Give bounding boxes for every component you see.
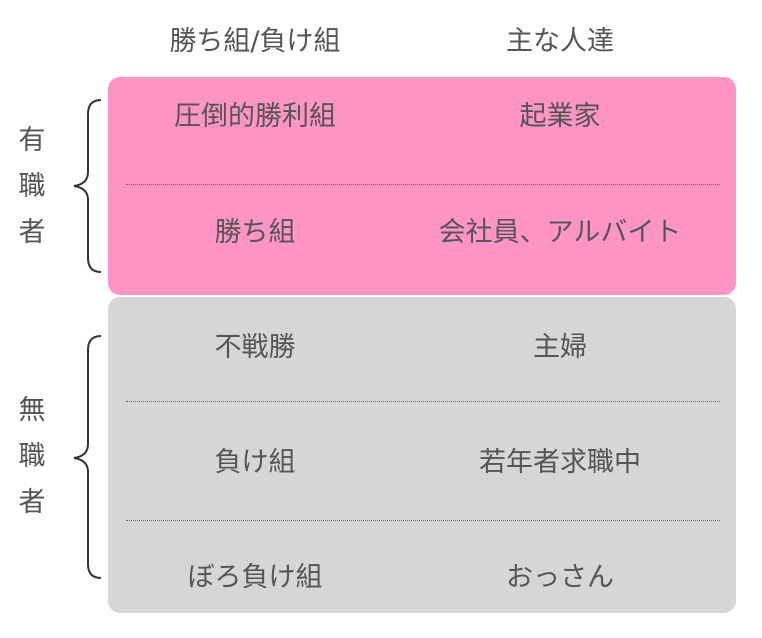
group-box-employed: 圧倒的勝利組 起業家 勝ち組 会社員、アルバイト <box>108 77 736 295</box>
group-label-char: 無 <box>18 395 46 426</box>
row-category: 勝ち組 <box>214 217 296 248</box>
row-people: おっさん <box>506 562 614 593</box>
row-category: 不戦勝 <box>214 332 296 363</box>
row-divider <box>126 401 720 402</box>
group-label-char: 職 <box>18 441 46 472</box>
brace-unemployed-icon <box>73 335 102 579</box>
row-divider <box>126 520 720 521</box>
row-people: 会社員、アルバイト <box>438 217 682 248</box>
header-people: 主な人達 <box>506 26 614 57</box>
row-category: 圧倒的勝利組 <box>174 101 336 132</box>
row-people: 起業家 <box>519 101 601 132</box>
row-category: 負け組 <box>214 447 296 478</box>
header-category: 勝ち組/負け組 <box>169 26 341 57</box>
row-people: 若年者求職中 <box>479 447 641 478</box>
group-label-char: 職 <box>18 171 46 202</box>
group-label-char: 有 <box>18 125 46 156</box>
row-category: ぼろ負け組 <box>187 562 323 593</box>
group-label-char: 者 <box>18 487 46 518</box>
row-divider <box>126 184 720 185</box>
group-box-unemployed: 不戦勝 主婦 負け組 若年者求職中 ぼろ負け組 おっさん <box>108 297 736 613</box>
row-people: 主婦 <box>533 332 587 363</box>
group-label-unemployed: 無 職 者 <box>14 388 50 526</box>
group-label-employed: 有 職 者 <box>14 118 50 256</box>
brace-employed-icon <box>73 99 102 273</box>
group-label-char: 者 <box>18 217 46 248</box>
